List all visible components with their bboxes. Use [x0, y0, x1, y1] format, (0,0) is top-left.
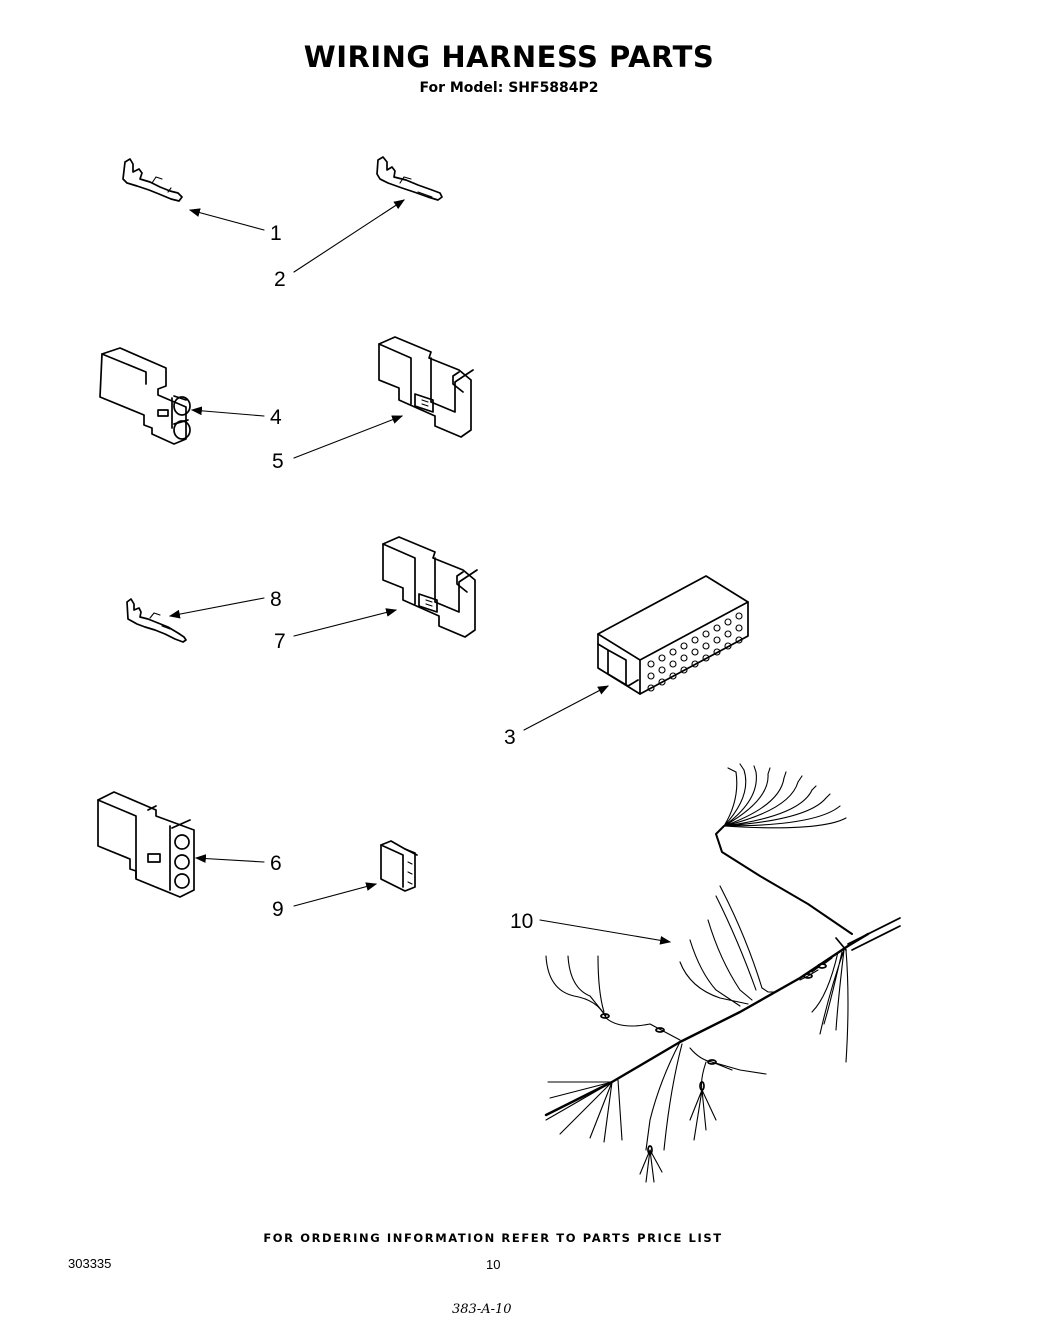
part-5-connector-housing: [378, 336, 474, 438]
handwritten-code: 383-A-10: [452, 1302, 512, 1317]
leader-9: [293, 882, 378, 907]
callout-5: 5: [272, 450, 284, 473]
document-number: 303335: [68, 1256, 112, 1271]
part-4-connector-housing: [99, 347, 191, 445]
callout-1: 1: [270, 222, 282, 245]
leader-8: [168, 597, 265, 619]
callout-9: 9: [272, 898, 284, 921]
part-2-terminal-receptacle: [376, 156, 443, 201]
leader-1: [188, 208, 265, 231]
pin-holes: [647, 612, 743, 692]
leader-3: [523, 685, 609, 731]
part-7-connector-housing: [382, 536, 478, 638]
model-subtitle: For Model: SHF5884P2: [419, 80, 599, 96]
leader-7: [293, 608, 398, 637]
callout-4: 4: [270, 406, 282, 429]
leader-2: [293, 199, 405, 273]
callout-2: 2: [274, 268, 286, 291]
leader-4: [190, 406, 265, 417]
part-8-terminal: [126, 598, 187, 643]
page-number: 10: [486, 1257, 501, 1272]
part-6-connector-housing: [97, 791, 195, 898]
part-9-small-connector: [380, 840, 418, 892]
leader-10: [539, 919, 672, 945]
part-10-wiring-harness: [544, 763, 901, 1183]
part-3-multi-pin-block: [597, 575, 749, 695]
ordering-note: FOR ORDERING INFORMATION REFER TO PARTS …: [263, 1231, 723, 1245]
callout-6: 6: [270, 852, 282, 875]
callout-8: 8: [270, 588, 282, 611]
leader-5: [293, 415, 404, 459]
callout-7: 7: [274, 630, 286, 653]
leader-6: [194, 854, 265, 863]
callout-10: 10: [510, 910, 533, 933]
part-1-terminal-pin: [122, 158, 183, 202]
callout-3: 3: [504, 726, 516, 749]
page-title: WIRING HARNESS PARTS: [303, 40, 715, 74]
callout-leaders: [168, 199, 672, 945]
